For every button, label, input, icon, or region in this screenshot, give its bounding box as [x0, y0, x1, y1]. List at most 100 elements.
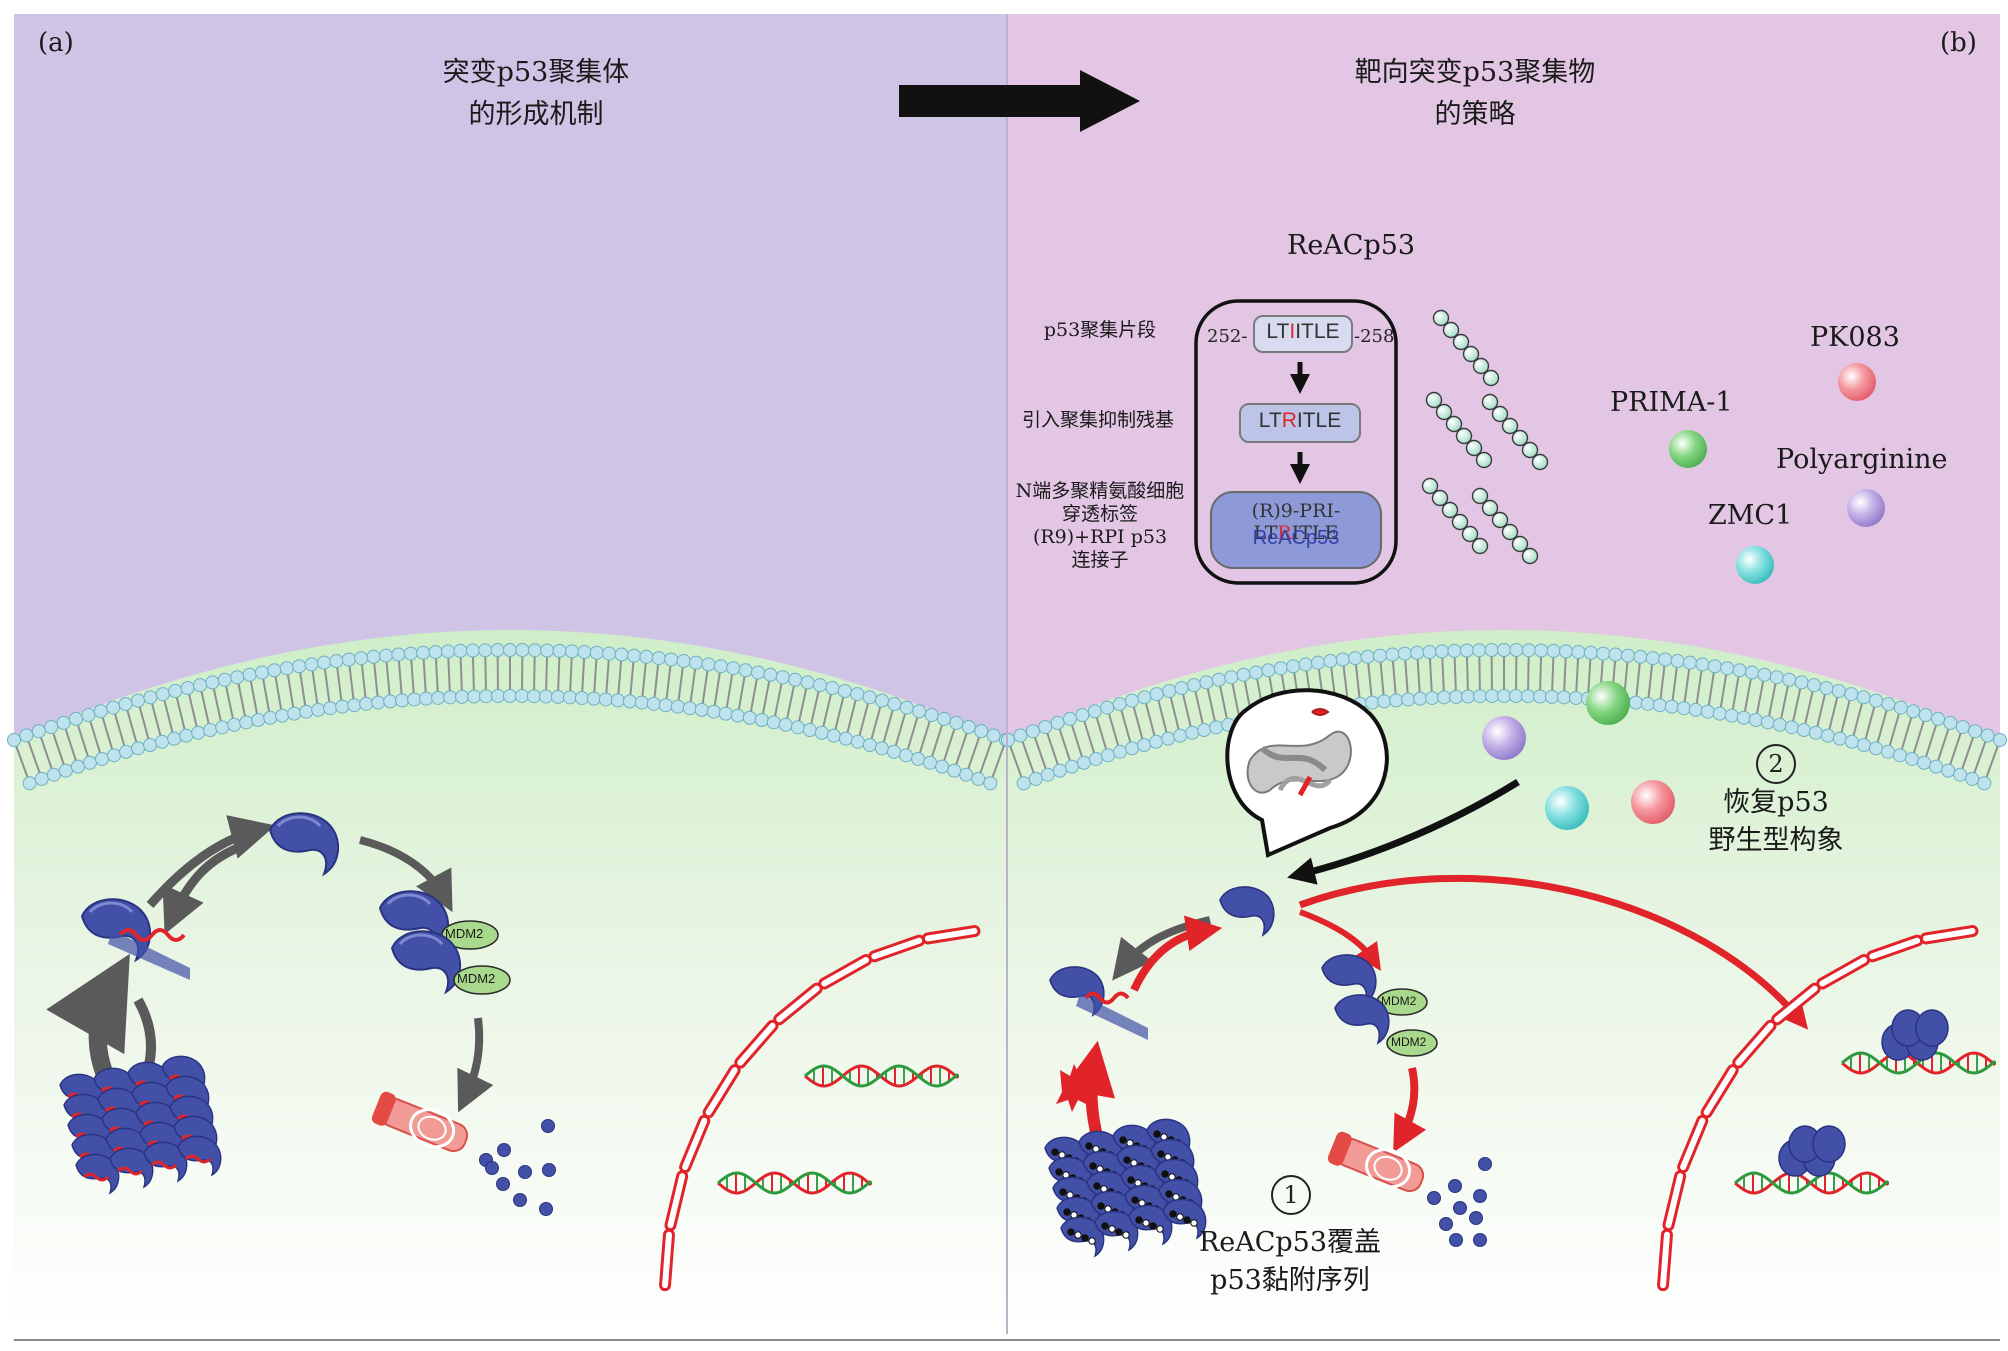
lipid-head	[395, 693, 410, 708]
lipid-tail	[677, 666, 684, 701]
lipid-head	[1918, 708, 1933, 723]
lipid-head	[1298, 657, 1313, 672]
degradation-dots-b	[1427, 1157, 1492, 1247]
lipid-tail	[1194, 690, 1204, 725]
lipid-tail	[1046, 732, 1059, 766]
lipid-head	[813, 678, 827, 693]
lipid-head	[1508, 689, 1523, 704]
lipid-head	[1621, 648, 1635, 663]
lipid-head	[899, 748, 914, 763]
lipid-tail	[533, 656, 536, 691]
degradation-dots-a	[479, 1119, 556, 1216]
lipid-head	[1373, 648, 1387, 663]
lipid-tail	[1985, 745, 1999, 778]
lipid-head	[1977, 776, 1992, 791]
lipid-head	[1905, 751, 1920, 766]
lipid-tail	[1949, 732, 1962, 766]
lipid-head	[82, 755, 97, 770]
lipid-head	[416, 645, 431, 660]
reacp53-step3-line2: 穿透标签	[1061, 503, 1138, 525]
mdm2-label-1-a: MDM2	[445, 926, 484, 941]
nuclear-envelope-inner	[1703, 1067, 1736, 1116]
lipid-head	[1224, 670, 1239, 685]
lipid-head	[1544, 689, 1559, 704]
misfold-plate-a	[108, 930, 190, 980]
lipid-tail	[1840, 699, 1851, 734]
reacp53-bead	[1183, 1216, 1191, 1224]
seq3-pre: (R)9-PRI-LT	[1251, 500, 1341, 544]
lipid-head	[788, 672, 803, 687]
lipid-head	[1360, 649, 1375, 664]
degraded-fragment	[497, 1143, 511, 1157]
lipid-head	[1819, 681, 1834, 696]
lipid-head	[1173, 728, 1188, 743]
lipid-head	[694, 702, 709, 717]
panel-b-title-line1: 靶向突变p53聚集物	[1354, 57, 1596, 88]
lipid-tail	[641, 662, 647, 697]
lipid-head	[1772, 717, 1787, 732]
lipid-tail	[1961, 736, 1975, 770]
lipid-head	[971, 771, 986, 786]
lipid-tail	[422, 658, 427, 693]
lipid-head	[577, 645, 592, 660]
lipid-head	[455, 689, 470, 704]
aggregation-bead	[1462, 345, 1480, 363]
lipid-head	[540, 643, 555, 658]
lipid-head	[465, 643, 480, 658]
lipid-head	[1534, 643, 1549, 658]
lipid-head	[552, 643, 567, 658]
lipid-head	[118, 697, 133, 712]
lipid-tail	[979, 740, 993, 774]
lipid-tail	[1144, 702, 1156, 737]
lipid-head	[242, 667, 257, 682]
lipid-head	[887, 697, 902, 712]
lipid-head	[651, 651, 666, 666]
lipid-head	[419, 691, 434, 706]
lipid-head	[1449, 689, 1464, 704]
lipid-head	[602, 646, 617, 661]
degraded-fragment	[485, 1161, 499, 1175]
lipid-head	[527, 643, 542, 658]
aggregation-bead	[1521, 547, 1539, 565]
degraded-fragment	[1427, 1191, 1441, 1205]
block-star	[1056, 1064, 1098, 1112]
lipid-head	[730, 708, 745, 723]
lipid-head	[1389, 693, 1404, 708]
p53-tetramer-b-1	[1881, 1009, 1949, 1061]
lipid-tail	[175, 696, 186, 731]
lipid-head	[1844, 687, 1859, 702]
lipid-head	[1497, 643, 1511, 657]
mdm2-label-2-a: MDM2	[457, 971, 496, 986]
lipid-head	[1736, 710, 1751, 725]
sequence-reacp53: (R)9-PRI-LTRITLE	[1211, 500, 1381, 544]
nuclear-envelope-inner	[737, 1022, 776, 1066]
aggregate-red-loop	[116, 1166, 144, 1176]
panel-b-title-line2: 的策略	[1434, 99, 1516, 130]
lipid-head	[359, 696, 374, 711]
aggregation-bead	[1425, 391, 1443, 409]
lipid-head	[7, 733, 21, 747]
nuclear-envelope-inner	[871, 937, 923, 960]
caption2-line2: 野生型构象	[1708, 825, 1844, 856]
mdm2-ellipse-2-a	[453, 965, 511, 995]
lipid-tail	[1342, 665, 1349, 700]
lipid-tail	[1083, 720, 1096, 754]
degraded-fragment	[1449, 1233, 1463, 1247]
lipid-head	[1261, 663, 1276, 678]
polyarginine-label: Polyarginine	[1776, 444, 1948, 475]
lipid-head	[179, 728, 194, 743]
reacp53-bead	[1165, 1190, 1173, 1198]
lipid-head	[1820, 728, 1835, 743]
seq-box-3	[1210, 491, 1382, 569]
lipid-tail	[323, 668, 331, 703]
lipid-head	[800, 675, 815, 690]
arrow-to-proteasome-a	[457, 1017, 494, 1113]
lipid-tail	[39, 736, 53, 770]
lipid-head	[1640, 696, 1655, 711]
lipid-head	[1532, 689, 1547, 704]
proteasome-a	[371, 1091, 469, 1153]
lipid-head	[1273, 661, 1288, 676]
lipid-tail	[991, 745, 1005, 778]
lipid-head	[850, 687, 865, 702]
lipid-tail	[569, 657, 573, 692]
